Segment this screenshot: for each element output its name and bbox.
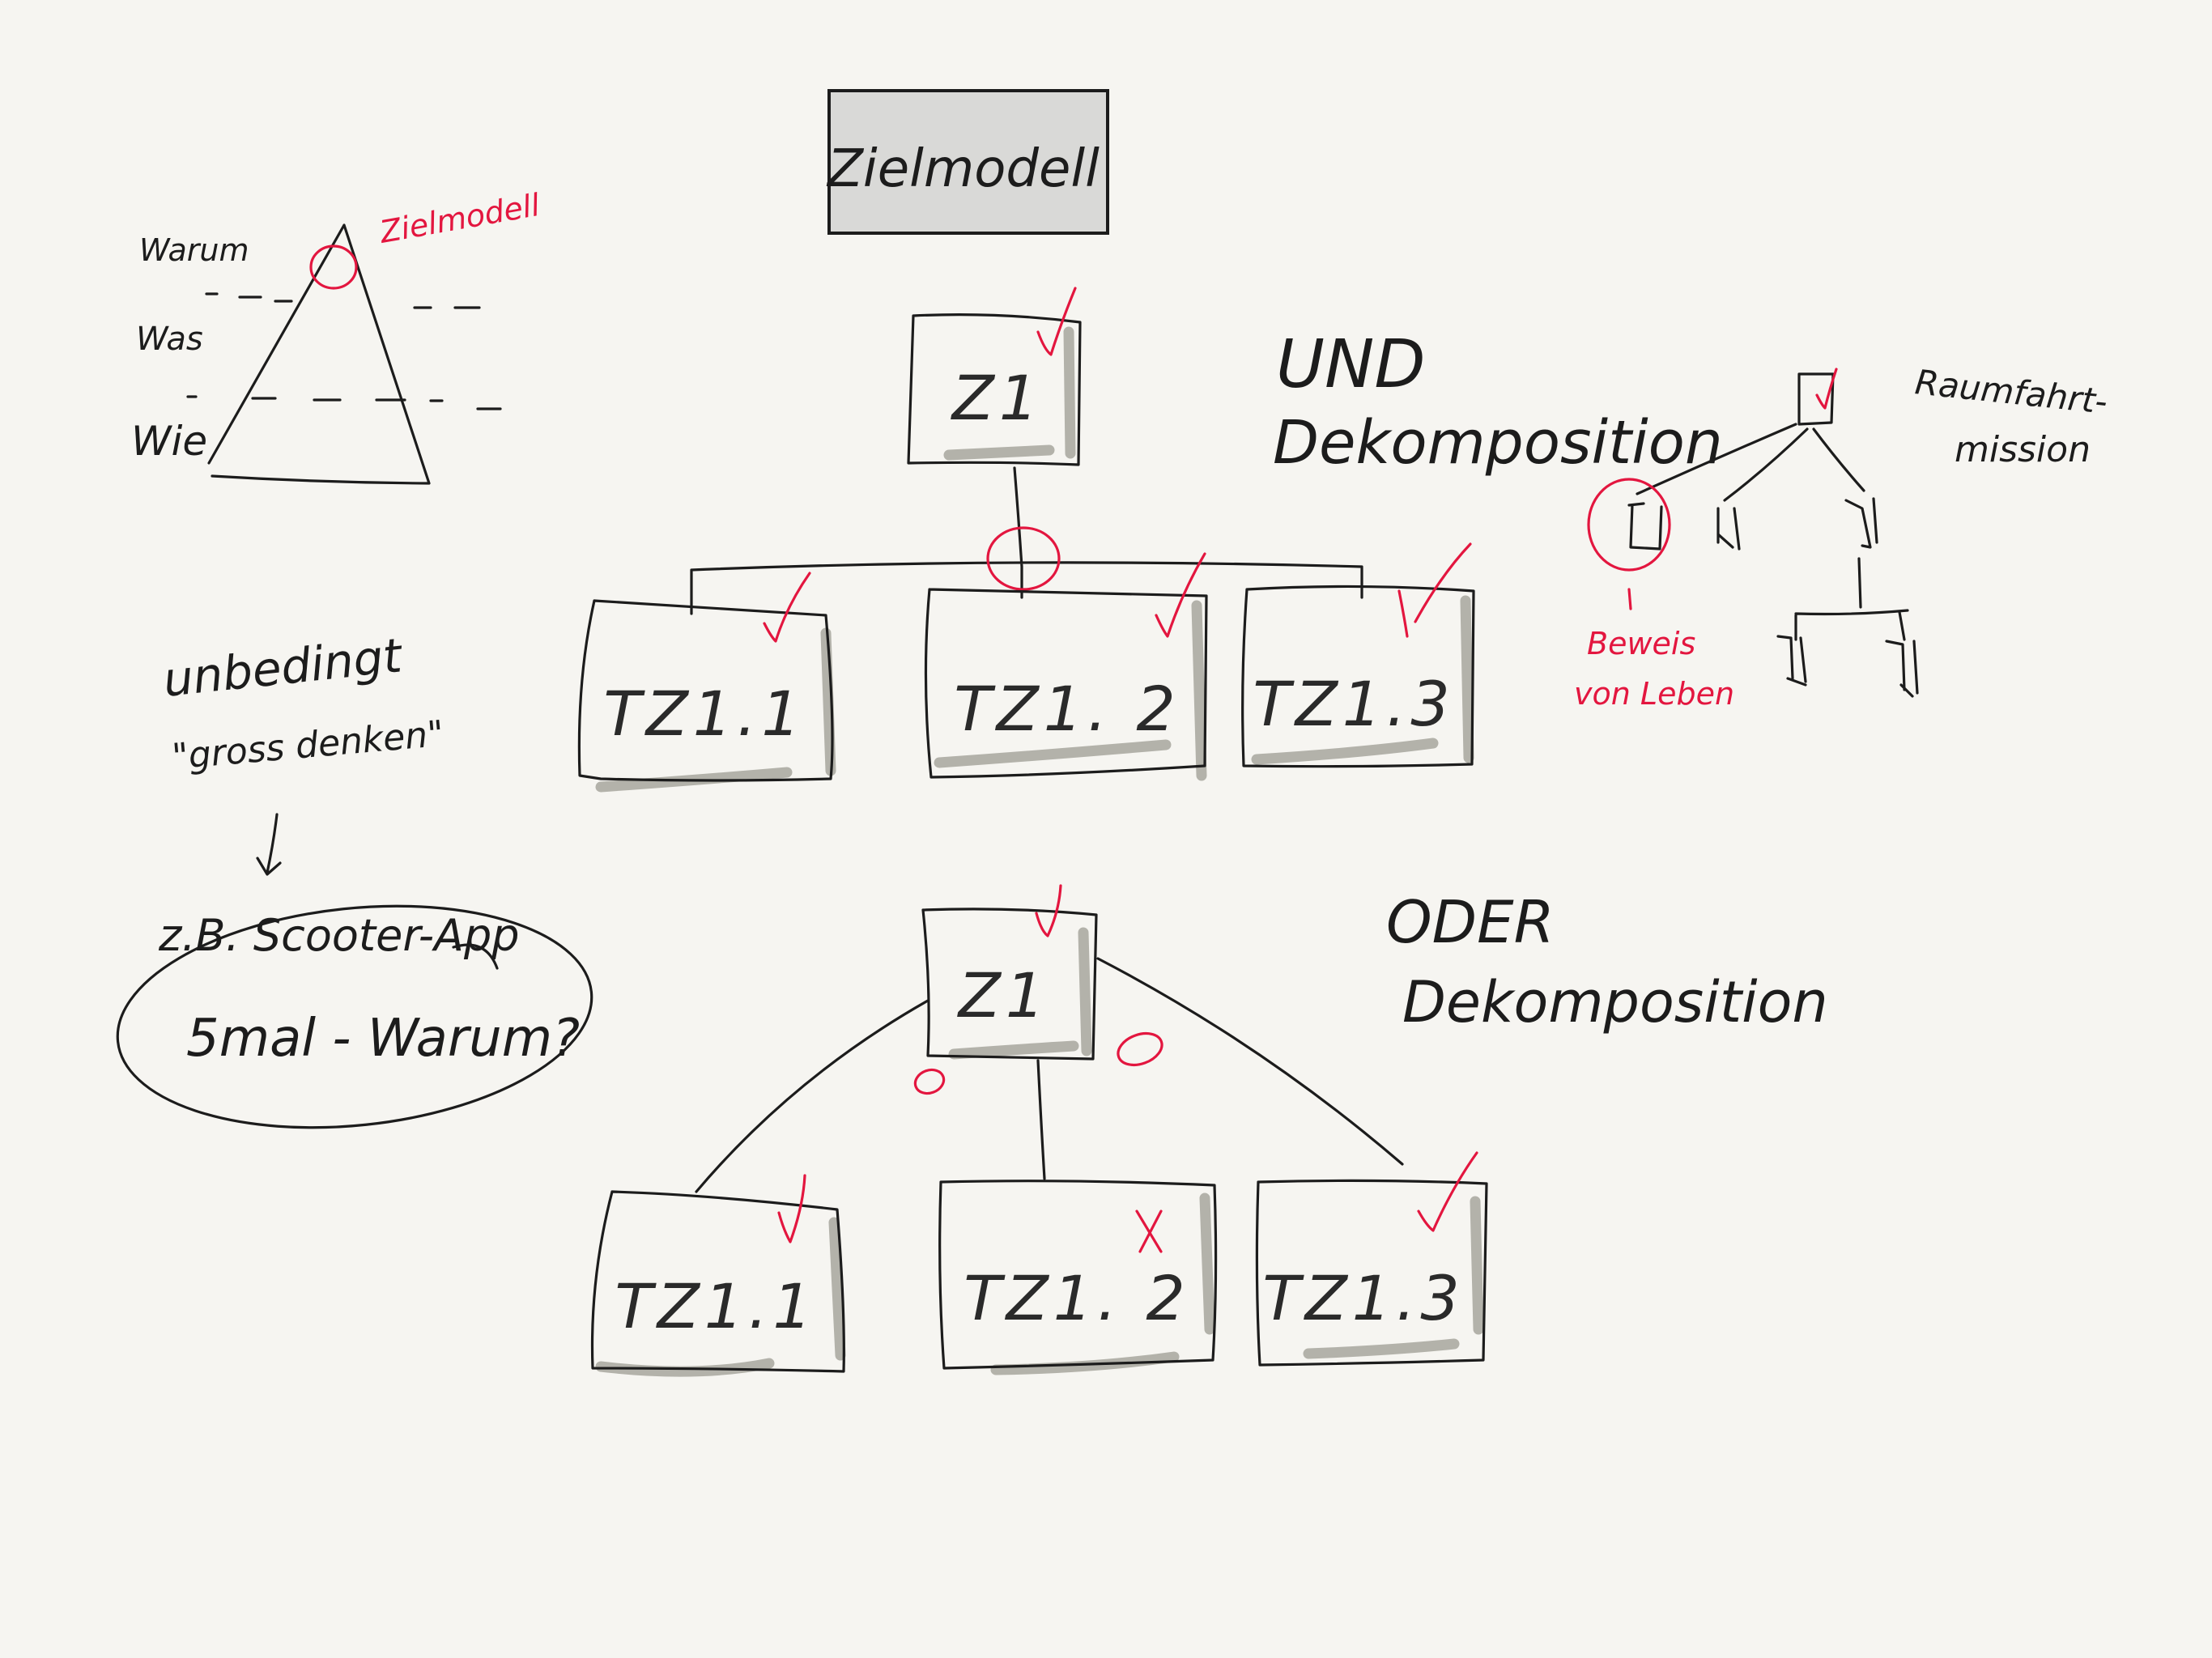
notes: unbedingt "gross denken" z.B. Scooter-Ap… [116,627,593,1129]
and-root-label: Z1 [951,362,1043,434]
or-child-label-2: TZ1. 2 [963,1262,1190,1334]
raumfahrt-root-check-icon [1815,368,1838,410]
raumfahrt-proof-circle [1587,478,1671,572]
and-child-label-2: TZ1. 2 [954,673,1180,745]
and-tree: Z1 TZ1.1 TZ1. 2 TZ1.3 UND Dekompositi [577,287,1723,793]
pyramid-top-label: Zielmodell [376,187,542,250]
and-child-label-3: TZ1.3 [1253,668,1454,740]
title-box: Zielmodell [826,89,1109,235]
or-child-node-3: TZ1.3 [1255,1151,1488,1367]
pyramid-top-circle [309,244,358,290]
note-question-ellipse [116,904,593,1129]
and-child-check-icon-1 [763,572,811,643]
pyramid-level-warum: Warum [139,232,249,268]
and-root-node: Z1 [907,287,1082,466]
and-root-check-icon [1036,287,1077,356]
or-tree: Z1 TZ1.1 TZ1. 2 TZ1.3 ODER Dekom [590,884,1828,1377]
note-question: 5mal - Warum? [186,1009,580,1069]
and-label-line1: UND [1276,326,1426,403]
note-line1: unbedingt [160,627,406,708]
and-child-node-3: TZ1.3 [1241,542,1475,768]
or-root-node: Z1 [921,884,1098,1061]
raumfahrt-node-proof [1627,502,1663,551]
or-root-check-icon [1035,884,1062,937]
or-child-check-icon-3 [1417,1151,1478,1232]
or-child-cross-icon-2 [1135,1209,1163,1253]
raumfahrt-note-line2: von Leben [1574,676,1734,712]
or-label-line2: Dekomposition [1402,969,1828,1035]
note-example: z.B. Scooter-App [158,910,520,961]
or-child-node-1: TZ1.1 [590,1174,846,1377]
or-child-label-3: TZ1.3 [1262,1262,1464,1334]
pyramid-level-was: Was [136,321,203,358]
or-root-label: Z1 [957,959,1049,1031]
and-child-node-2: TZ1. 2 [924,552,1208,781]
or-branch-marker-right [1117,1031,1163,1067]
note-line2: "gross denken" [171,713,446,778]
or-child-node-2: TZ1. 2 [938,1180,1218,1375]
or-branch-marker-left [913,1068,946,1095]
and-child-node-1: TZ1.1 [577,572,836,793]
and-junction-circle [986,526,1061,591]
pyramid: Warum Was Wie Zielmodell [131,187,542,485]
and-label-line2: Dekomposition [1273,408,1723,478]
or-label-line1: ODER [1386,888,1555,956]
and-child-check-icon-2 [1155,552,1206,638]
and-child-label-1: TZ1.1 [603,678,805,750]
raumfahrt-label-line1: Raumfahrt- [1913,362,2109,422]
raumfahrt-root-node [1797,372,1835,426]
arrow-down-icon [256,813,282,876]
title-text: Zielmodell [826,139,1100,199]
raumfahrt-note-line1: Beweis [1587,626,1695,661]
or-child-label-1: TZ1.1 [615,1270,816,1342]
raumfahrt-label-line2: mission [1955,429,2091,470]
raumfahrt-tree: Raumfahrt- mission Beweis von Leben [1574,362,2109,712]
and-child-check-icon-3 [1397,542,1472,638]
or-child-check-icon-1 [777,1174,806,1244]
pyramid-level-wie: Wie [131,418,207,465]
